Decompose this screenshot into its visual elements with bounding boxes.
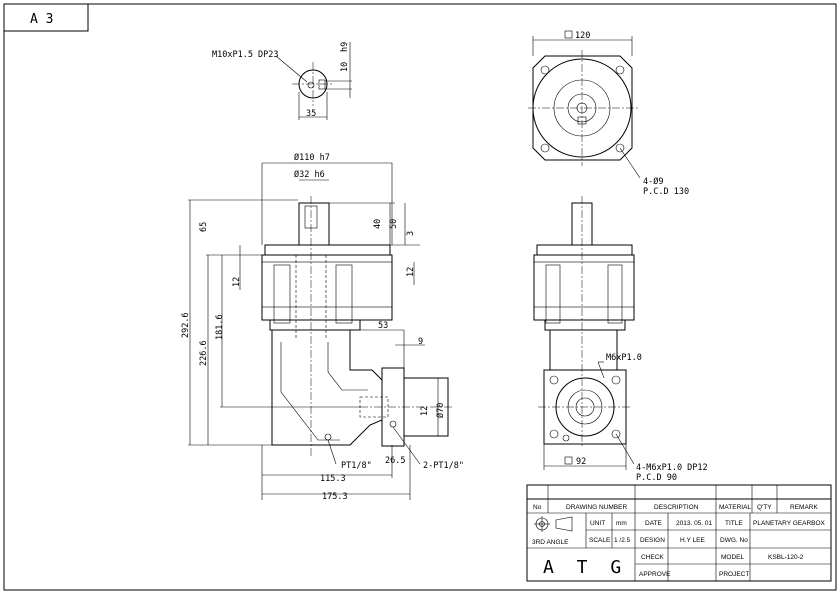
tb-dwg-label: DWG. No — [720, 537, 748, 544]
tb-project-label: PROJECT — [719, 571, 749, 578]
title-block: 3RD ANGLE No DRAWING NUMBER DESCRIPTION … — [526, 484, 832, 582]
front-d292: 292.6 — [181, 312, 191, 338]
front-d226: 226.6 — [199, 340, 209, 366]
tb-unit-value: mm — [616, 520, 627, 527]
tb-h-qty: Q'TY — [757, 504, 772, 511]
front-shaft-dia: Ø32 h6 — [294, 169, 325, 180]
front-d53: 53 — [378, 321, 388, 331]
front-d26: 26.5 — [385, 456, 405, 466]
tb-h-mat: MATERIAL — [719, 504, 751, 511]
front-port-right: 2-PT1/8" — [423, 461, 464, 471]
front-d9: 9 — [418, 337, 423, 347]
tb-title-label: TITLE — [725, 520, 743, 527]
front-view: Ø110 h7 Ø32 h6 40 50 3 65 292.6 226.6 18… — [181, 152, 464, 502]
front-d12c: 12 — [420, 406, 430, 416]
tb-h-drawing: DRAWING NUMBER — [566, 504, 627, 511]
front-d175: 175.3 — [322, 492, 348, 502]
size-box — [3, 3, 89, 32]
tb-date-label: DATE — [645, 520, 663, 527]
top-holes: 4-Ø9 — [643, 176, 663, 187]
side-square: 92 — [576, 457, 586, 467]
tb-check-label: CHECK — [641, 554, 664, 561]
top-square: 120 — [575, 31, 590, 41]
detail-thread-label: M10xP1.5 DP23 — [212, 50, 279, 60]
tb-h-remark: REMARK — [790, 504, 818, 511]
top-view: 120 4-Ø9 P.C.D 130 — [528, 30, 689, 197]
front-d12a: 12 — [232, 277, 242, 287]
front-d3: 3 — [406, 231, 416, 236]
detail-key-b: h9 — [340, 42, 350, 52]
tb-design-value: H.Y LEE — [680, 537, 705, 544]
tb-model-value: KSBL-120-2 — [768, 554, 804, 561]
tb-date-value: 2013. 05. 01 — [676, 520, 713, 527]
top-pcd: P.C.D 130 — [643, 187, 689, 197]
front-d40: 40 — [373, 219, 383, 229]
sheet-border — [3, 3, 837, 591]
tb-design-label: DESIGN — [640, 537, 665, 544]
front-port-left: PT1/8" — [341, 461, 372, 471]
front-d181: 181.6 — [215, 314, 225, 340]
front-flange-dia: Ø110 h7 — [294, 152, 330, 163]
tb-unit-label: UNIT — [590, 520, 605, 527]
tb-approve-label: APPROVE — [639, 571, 671, 578]
atg-logo: A T G — [543, 557, 627, 578]
size-label: A 3 — [30, 12, 53, 27]
front-d115: 115.3 — [320, 474, 346, 484]
front-d65: 65 — [199, 222, 209, 232]
tb-model-label: MODEL — [721, 554, 745, 561]
tb-title-value: PLANETARY GEARBOX — [753, 520, 826, 527]
side-tap: M6xP1.0 — [606, 353, 642, 363]
tb-scale-value: 1 /2.5 — [614, 537, 631, 544]
side-view: M6xP1.0 92 4-M6xP1.0 DP12 P.C.D 90 — [533, 196, 708, 483]
shaft-end-detail: M10xP1.5 DP23 35 10 h9 — [212, 42, 352, 120]
detail-key-a: 10 — [340, 62, 350, 72]
detail-width-label: 35 — [306, 109, 316, 119]
tb-h-no: No — [533, 504, 542, 511]
side-pcd: P.C.D 90 — [636, 473, 677, 483]
side-holes: 4-M6xP1.0 DP12 — [636, 463, 708, 473]
tb-h-desc: DESCRIPTION — [654, 504, 699, 511]
front-d12b: 12 — [406, 267, 416, 277]
tb-angle: 3RD ANGLE — [532, 539, 569, 546]
front-d70: Ø70 — [435, 403, 446, 418]
tb-scale-label: SCALE — [589, 537, 611, 544]
front-d50: 50 — [389, 219, 399, 229]
